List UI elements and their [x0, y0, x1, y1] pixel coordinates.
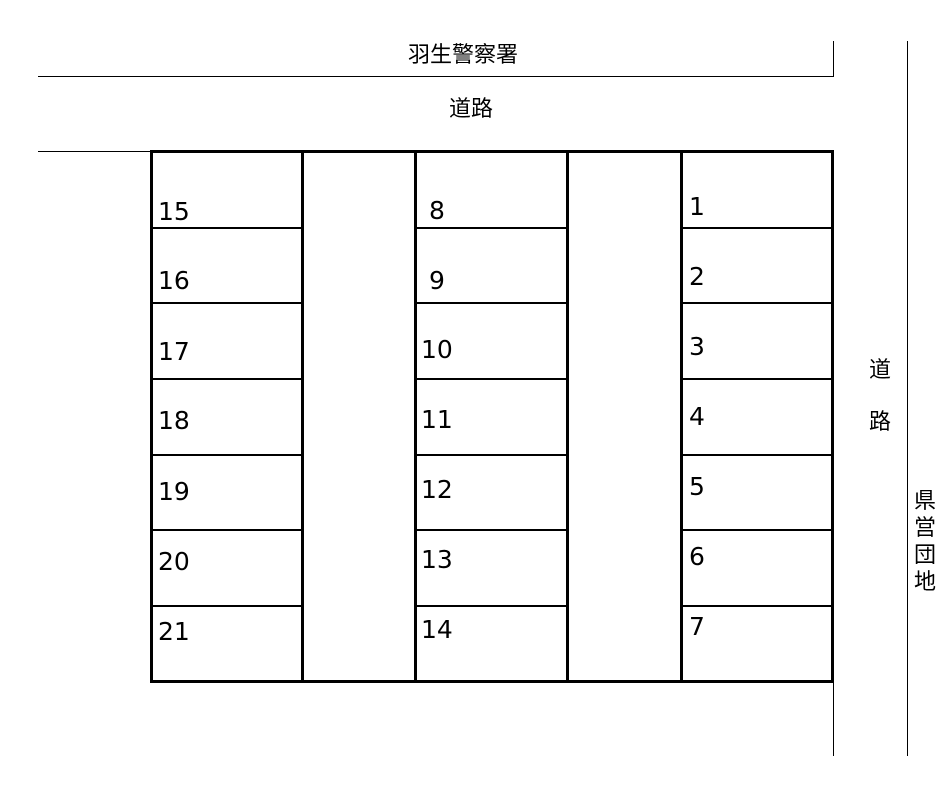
space-number-12: 12 [421, 475, 453, 504]
prefectural-housing-char-4: 地 [913, 570, 936, 595]
space-number-9: 9 [429, 266, 445, 295]
road-right-char-2: 路 [868, 410, 891, 435]
space-number-15: 15 [158, 197, 190, 226]
space-number-11: 11 [421, 405, 453, 434]
space-number-8: 8 [429, 196, 445, 225]
space-divider [150, 378, 304, 380]
road-top-label: 道路 [449, 97, 494, 122]
space-number-19: 19 [158, 477, 190, 506]
space-number-1: 1 [689, 192, 705, 221]
space-number-6: 6 [689, 542, 705, 571]
space-number-16: 16 [158, 266, 190, 295]
space-divider [150, 454, 304, 456]
space-divider [414, 227, 569, 229]
road-lower-edge-line [38, 151, 152, 152]
space-divider [414, 378, 569, 380]
space-number-3: 3 [689, 332, 705, 361]
space-number-14: 14 [421, 615, 453, 644]
parking-column-left [150, 150, 304, 683]
road-right-label: 道 路 [868, 360, 892, 434]
space-number-20: 20 [158, 547, 190, 576]
road-right-char-1: 道 [868, 358, 891, 383]
space-divider [150, 227, 304, 229]
top-boundary-line [38, 76, 834, 77]
space-number-4: 4 [689, 402, 705, 431]
space-divider [680, 605, 834, 607]
parking-column-middle [414, 150, 569, 683]
space-number-10: 10 [421, 335, 453, 364]
parking-column-right [680, 150, 834, 683]
space-divider [414, 302, 569, 304]
space-number-18: 18 [158, 406, 190, 435]
prefectural-housing-char-2: 営 [913, 516, 936, 541]
space-number-17: 17 [158, 337, 190, 366]
far-right-boundary-line [907, 41, 908, 756]
space-divider [150, 605, 304, 607]
space-number-13: 13 [421, 545, 453, 574]
space-divider [414, 529, 569, 531]
space-divider [414, 605, 569, 607]
prefectural-housing-label: 県 営 団 地 [913, 491, 937, 594]
space-divider [680, 302, 834, 304]
top-boundary-right-tick [833, 41, 834, 77]
space-number-21: 21 [158, 617, 190, 646]
space-divider [680, 454, 834, 456]
space-divider [680, 227, 834, 229]
space-number-7: 7 [689, 612, 705, 641]
prefectural-housing-char-1: 県 [913, 489, 936, 514]
space-number-2: 2 [689, 262, 705, 291]
space-divider [150, 302, 304, 304]
police-station-label: 羽生警察署 [408, 43, 519, 68]
prefectural-housing-char-3: 団 [913, 543, 936, 568]
space-divider [680, 529, 834, 531]
space-divider [150, 529, 304, 531]
road-right-lower-line [833, 683, 834, 756]
space-divider [680, 378, 834, 380]
space-number-5: 5 [689, 472, 705, 501]
space-divider [414, 454, 569, 456]
